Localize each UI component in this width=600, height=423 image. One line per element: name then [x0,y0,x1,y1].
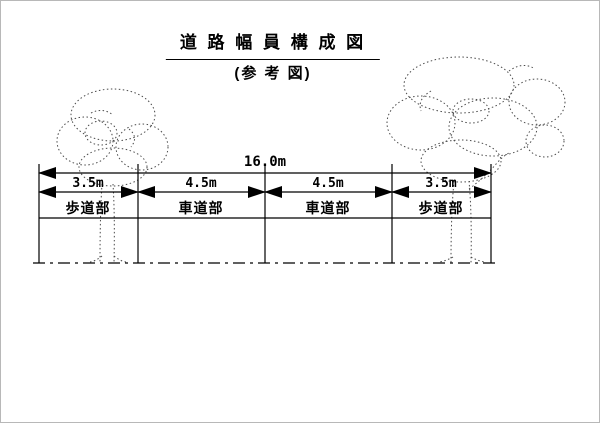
diagram-title: 道 路 幅 員 構 成 図 [165,28,381,60]
segment-dimension-sidewalk-right: 3.5m [425,176,457,191]
segment-dimension-sidewalk-left: 3.5m [72,176,104,191]
dimension-lines [38,164,492,263]
segment-label-sidewalk-left: 歩道部 [65,200,111,216]
right-tree-illustration [386,56,566,264]
segment-dimension-roadway-left: 4.5m [185,176,217,191]
segment-label-sidewalk-right: 歩道部 [418,200,464,216]
segment-dimension-roadway-right: 4.5m [312,176,344,191]
total-width-dimension: 16.0m [243,154,287,170]
segment-label-roadway-right: 車道部 [305,200,351,216]
segment-label-roadway-left: 車道部 [178,200,224,216]
diagram-subtitle: (参 考 図) [234,65,312,82]
